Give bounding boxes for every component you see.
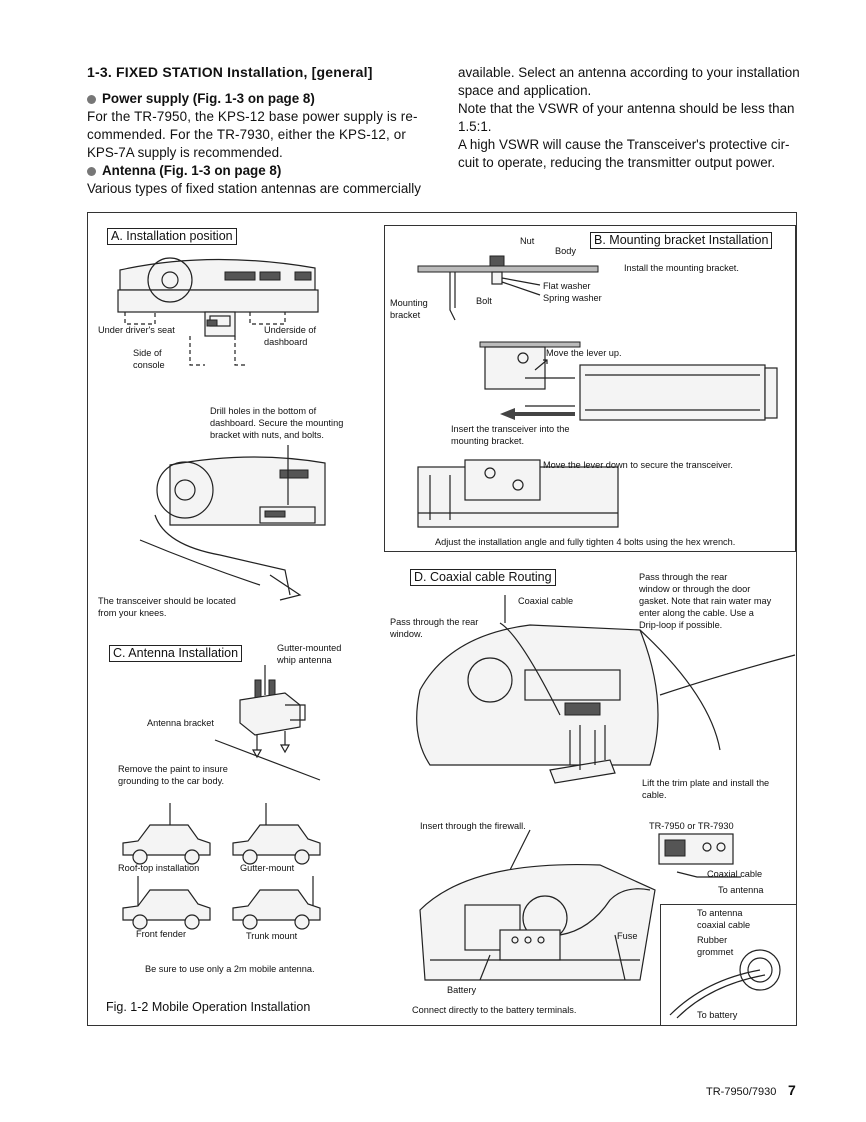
left-column: Power supply (Fig. 1-3 on page 8) For th…: [87, 90, 427, 198]
rear-window-label: Pass through the rear window.: [390, 617, 479, 639]
antenna-text-3: Note that the VSWR of your antenna shoul…: [458, 101, 795, 116]
bullet-icon: [87, 94, 96, 104]
grommet-inset: [660, 904, 797, 1026]
insert-label: Insert the transceiver into the mounting…: [451, 424, 570, 446]
power-text-2: commended. For the TR-7930, either the K…: [87, 127, 406, 142]
connect-label: Connect directly to the battery terminal…: [412, 1005, 577, 1015]
secure-transceiver-illustration: [417, 459, 619, 528]
right-column: available. Select an antenna according t…: [458, 64, 803, 172]
car-interior-illustration: [416, 595, 796, 784]
flat-washer-label: Flat washer: [543, 281, 591, 291]
insert-transceiver-illustration: [479, 341, 778, 421]
panel-b-title: B. Mounting bracket Installation: [590, 232, 773, 249]
bracket-bolt-illustration: [417, 255, 599, 321]
adjust-label: Adjust the installation angle and fully …: [435, 537, 736, 547]
antenna-bracket-label: Antenna bracket: [147, 718, 214, 728]
antenna-heading: Antenna (Fig. 1-3 on page 8): [87, 162, 427, 180]
nut-label: Nut: [520, 236, 535, 246]
model-label: TR-7950 or TR-7930: [649, 821, 734, 831]
roof-top-label: Roof-top installation: [118, 863, 200, 873]
antenna-text-1: available. Select an antenna according t…: [458, 65, 800, 80]
spring-washer-label: Spring washer: [543, 293, 602, 303]
driver-illustration: [139, 445, 326, 601]
fuse-label: Fuse: [617, 931, 638, 941]
to-battery-label: To battery: [697, 1010, 738, 1020]
lever-down-label: Move the lever down to secure the transc…: [543, 460, 733, 470]
transceiver-box-icon: [658, 833, 741, 878]
car-gutter-mount-icon: [232, 803, 321, 865]
trunk-mount-label: Trunk mount: [246, 931, 298, 941]
under-seat-label: Under driver's seat: [98, 325, 175, 335]
antenna-text-5: A high VSWR will cause the Transceiver's…: [458, 137, 790, 152]
panel-c-title: C. Antenna Installation: [109, 645, 243, 662]
antenna-bracket-illustration: [214, 665, 321, 781]
remove-paint-label: Remove the paint to insure grounding to …: [118, 764, 228, 786]
car-trunk-mount-icon: [232, 876, 321, 930]
install-label: Install the mounting bracket.: [624, 263, 739, 273]
car-roof-top-icon: [122, 803, 211, 865]
bullet-icon: [87, 166, 96, 176]
figure-box: [87, 212, 797, 1026]
grommet-illustration: [669, 949, 781, 1019]
underside-label: Underside of dashboard: [264, 325, 317, 347]
engine-bay-illustration: [419, 829, 656, 981]
figure-caption: Fig. 1-2 Mobile Operation Installation: [106, 1000, 311, 1014]
lever-up-label: Move the lever up.: [546, 348, 622, 358]
footer-model: TR-7950/7930: [706, 1086, 777, 1098]
antenna-text-left: Various types of fixed station antennas …: [87, 181, 421, 196]
antenna-text-2: space and application.: [458, 83, 592, 98]
front-fender-label: Front fender: [136, 929, 187, 939]
antenna-note: Be sure to use only a 2m mobile antenna.: [145, 964, 315, 974]
power-supply-heading: Power supply (Fig. 1-3 on page 8): [87, 90, 427, 108]
door-gasket-label: Pass through the rear window or through …: [639, 572, 772, 630]
antenna-text-6: cuit to operate, reducing the transmitte…: [458, 155, 776, 170]
coaxial-label: Coaxial cable: [518, 596, 574, 606]
power-text-1: For the TR-7950, the KPS-12 base power s…: [87, 109, 418, 124]
firewall-label: Insert through the firewall.: [420, 821, 526, 831]
grommet-label: Rubber grommet: [697, 935, 734, 957]
body-label: Body: [555, 246, 576, 256]
section-heading: 1-3. FIXED STATION Installation, [genera…: [87, 64, 373, 80]
car-front-fender-icon: [122, 876, 211, 930]
to-antenna-label: To antenna: [718, 885, 764, 895]
panel-d-title: D. Coaxial cable Routing: [410, 569, 556, 586]
knees-label: The transceiver should be located from y…: [98, 596, 236, 618]
side-console-label: Side of console: [133, 348, 165, 370]
coaxial2-label: Coaxial cable: [707, 869, 763, 879]
trim-plate-label: Lift the trim plate and install the cabl…: [642, 778, 770, 800]
page-number: 7: [788, 1082, 796, 1098]
bolt-label: Bolt: [476, 296, 492, 306]
power-text-3: KPS-7A supply is recommended.: [87, 145, 283, 160]
mounting-bracket-label: Mounting bracket: [390, 298, 428, 320]
to-antenna-coax-label: To antenna coaxial cable: [697, 908, 751, 930]
antenna-text-4: 1.5:1.: [458, 119, 492, 134]
battery-label: Battery: [447, 985, 477, 995]
gutter-mount-label: Gutter-mount: [240, 863, 295, 873]
gutter-whip-label: Gutter-mounted whip antenna: [277, 643, 342, 665]
drill-holes-label: Drill holes in the bottom of dashboard. …: [210, 406, 344, 440]
dashboard-illustration: [117, 257, 319, 366]
panel-a-title: A. Installation position: [107, 228, 237, 245]
